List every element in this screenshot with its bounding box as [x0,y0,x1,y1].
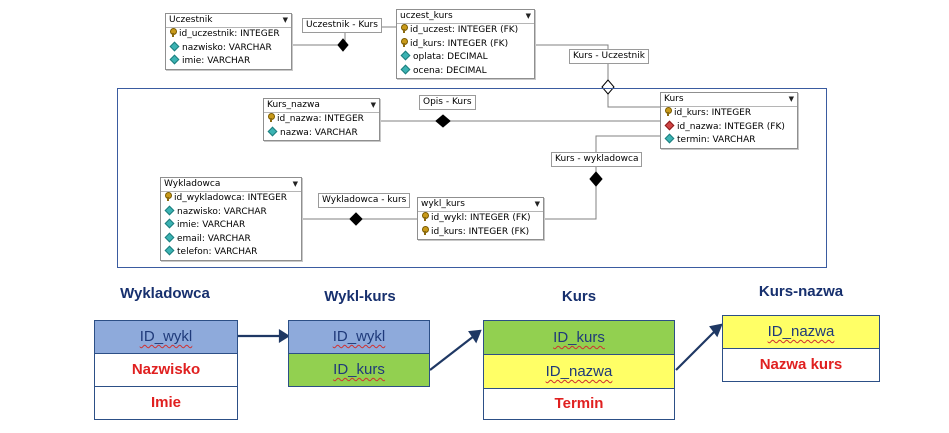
arrow-head [278,329,291,343]
key-icon [165,192,172,201]
dropdown-icon[interactable]: ▼ [282,16,288,24]
attribute-icon [169,54,180,65]
schema-cell-id-nazwa: ID_nazwa [722,315,880,349]
dropdown-icon[interactable]: ▼ [370,101,376,109]
entity-column: id_nazwa: INTEGER [264,113,379,127]
relation-label-kurs-uczestnik[interactable]: Kurs - Uczestnik [569,49,649,64]
key-icon [665,107,672,116]
relation-label-opis-kurs[interactable]: Opis - Kurs [419,95,476,110]
entity-title: Uczestnik [169,15,213,25]
schema-cell-id-kurs: ID_kurs [483,320,675,355]
diagram-frame [117,88,827,268]
relation-diamond [349,212,363,226]
dropdown-icon[interactable]: ▼ [534,200,540,208]
schema-cell-imie: Imie [94,386,238,420]
entity-column: id_uczest: INTEGER (FK) [397,24,534,38]
entity-column: telefon: VARCHAR [161,245,301,260]
attribute-icon [164,232,175,242]
entity-column: oplata: DECIMAL [397,50,534,65]
relation-label-wykladowca-kurs[interactable]: Wykladowca - kurs [318,193,411,208]
attribute-icon [164,205,175,215]
attribute-icon [169,41,180,51]
entity-column: id_nazwa: INTEGER (FK) [661,120,797,135]
schema-cell-nazwisko: Nazwisko [94,353,238,387]
entity-column: imie: VARCHAR [161,218,301,233]
arrow-head [709,323,723,338]
relation-diamond [337,38,349,52]
dropdown-icon[interactable]: ▼ [525,12,531,20]
schema-cell-id-nazwa: ID_nazwa [483,354,675,389]
relation-label-uczestnik-kurs[interactable]: Uczestnik - Kurs [302,18,382,33]
entity-kurs[interactable]: Kurs ▼ id_kurs: INTEGER id_nazwa: INTEGER… [660,92,798,149]
entity-column: termin: VARCHAR [661,133,797,148]
schema-cell-id-kurs: ID_kurs [288,353,430,387]
key-icon [401,24,408,33]
entity-title: Wykladowca [164,179,221,189]
entity-column: id_uczestnik: INTEGER [166,28,291,42]
entity-column: id_kurs: INTEGER [661,107,797,121]
key-icon [268,113,275,122]
relation-diamond [589,171,603,187]
entity-column: id_wykl: INTEGER (FK) [418,212,543,226]
key-icon [170,28,177,37]
relation-label-kurs-wykladowca[interactable]: Kurs - wykladowca [551,152,643,167]
attribute-icon [164,245,175,256]
entity-uczest-kurs[interactable]: uczest_kurs ▼ id_uczest: INTEGER (FK) id_… [396,9,535,79]
foreign-key-icon [664,120,675,130]
attribute-icon [400,50,411,61]
key-icon [401,37,408,47]
entity-title: wykl_kurs [421,199,465,209]
entity-column: nazwisko: VARCHAR [166,41,291,56]
relation-diamond [601,79,615,95]
entity-kurs-nazwa[interactable]: Kurs_nazwa ▼ id_nazwa: INTEGER nazwa: VAR… [263,98,380,141]
entity-column: nazwisko: VARCHAR [161,205,301,220]
entity-title: uczest_kurs [400,11,453,21]
attribute-icon [267,126,278,136]
schema-title-wykladowca: Wykladowca [120,285,210,302]
dropdown-icon[interactable]: ▼ [292,180,298,188]
schema-cell-termin: Termin [483,388,675,420]
schema-cell-id-wykl: ID_wykl [94,320,238,354]
entity-title: Kurs_nazwa [267,100,320,110]
entity-wykladowca[interactable]: Wykladowca ▼ id_wykladowca: INTEGER nazwi… [160,177,302,261]
schema-title-kurs-nazwa: Kurs-nazwa [758,283,844,300]
entity-uczestnik[interactable]: Uczestnik ▼ id_uczestnik: INTEGER nazwisk… [165,13,292,70]
entity-column: nazwa: VARCHAR [264,126,379,141]
dropdown-icon[interactable]: ▼ [788,95,794,103]
attribute-icon [400,64,411,74]
key-icon [422,225,429,235]
entity-column: id_kurs: INTEGER (FK) [418,225,543,240]
schema-title-kurs: Kurs [561,288,597,305]
entity-column: ocena: DECIMAL [397,64,534,79]
key-icon [422,212,429,221]
arrow-head [468,329,482,344]
relation-diamond [435,114,451,128]
schema-cell-nazwa-kurs: Nazwa kurs [722,348,880,382]
entity-column: imie: VARCHAR [166,54,291,69]
schema-title-wykl-kurs: Wykl-kurs [324,288,396,305]
entity-column: id_kurs: INTEGER (FK) [397,37,534,52]
attribute-icon [664,133,675,144]
entity-wykl-kurs[interactable]: wykl_kurs ▼ id_wykl: INTEGER (FK) id_kurs… [417,197,544,240]
entity-title: Kurs [664,94,684,104]
entity-column: email: VARCHAR [161,232,301,247]
entity-column: id_wykladowca: INTEGER [161,192,301,206]
schema-cell-id-wykl: ID_wykl [288,320,430,354]
attribute-icon [164,218,175,229]
